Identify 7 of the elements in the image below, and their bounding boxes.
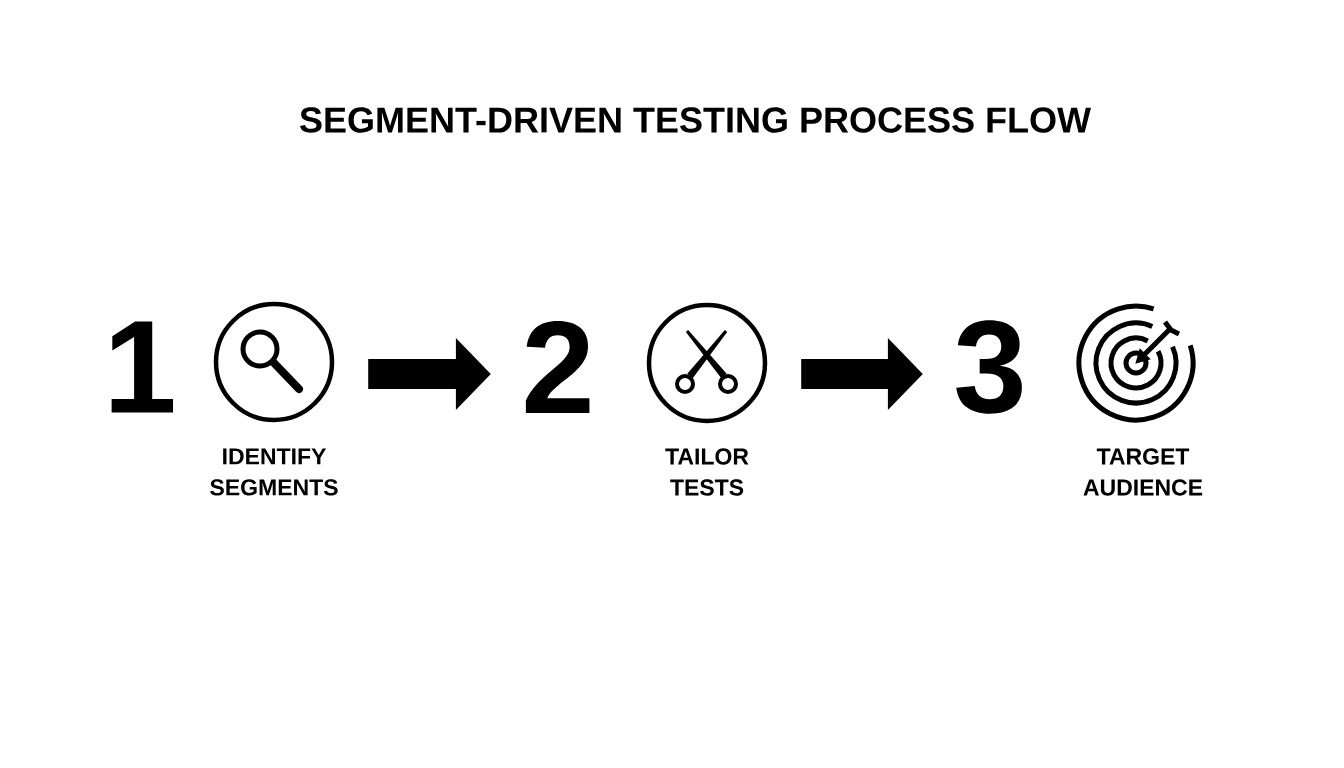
title: SEGMENT-DRIVEN TESTING PROCESS FLOW [300,107,1091,133]
step-label: IDENTIFY SEGMENTS [210,448,338,496]
step-label: TAILOR TESTS [665,448,749,496]
step-number: 1 [111,321,174,413]
step-number: 2 [525,320,590,414]
step-label: TARGET AUDIENCE [1083,448,1203,496]
step-number: 3 [956,320,1022,414]
